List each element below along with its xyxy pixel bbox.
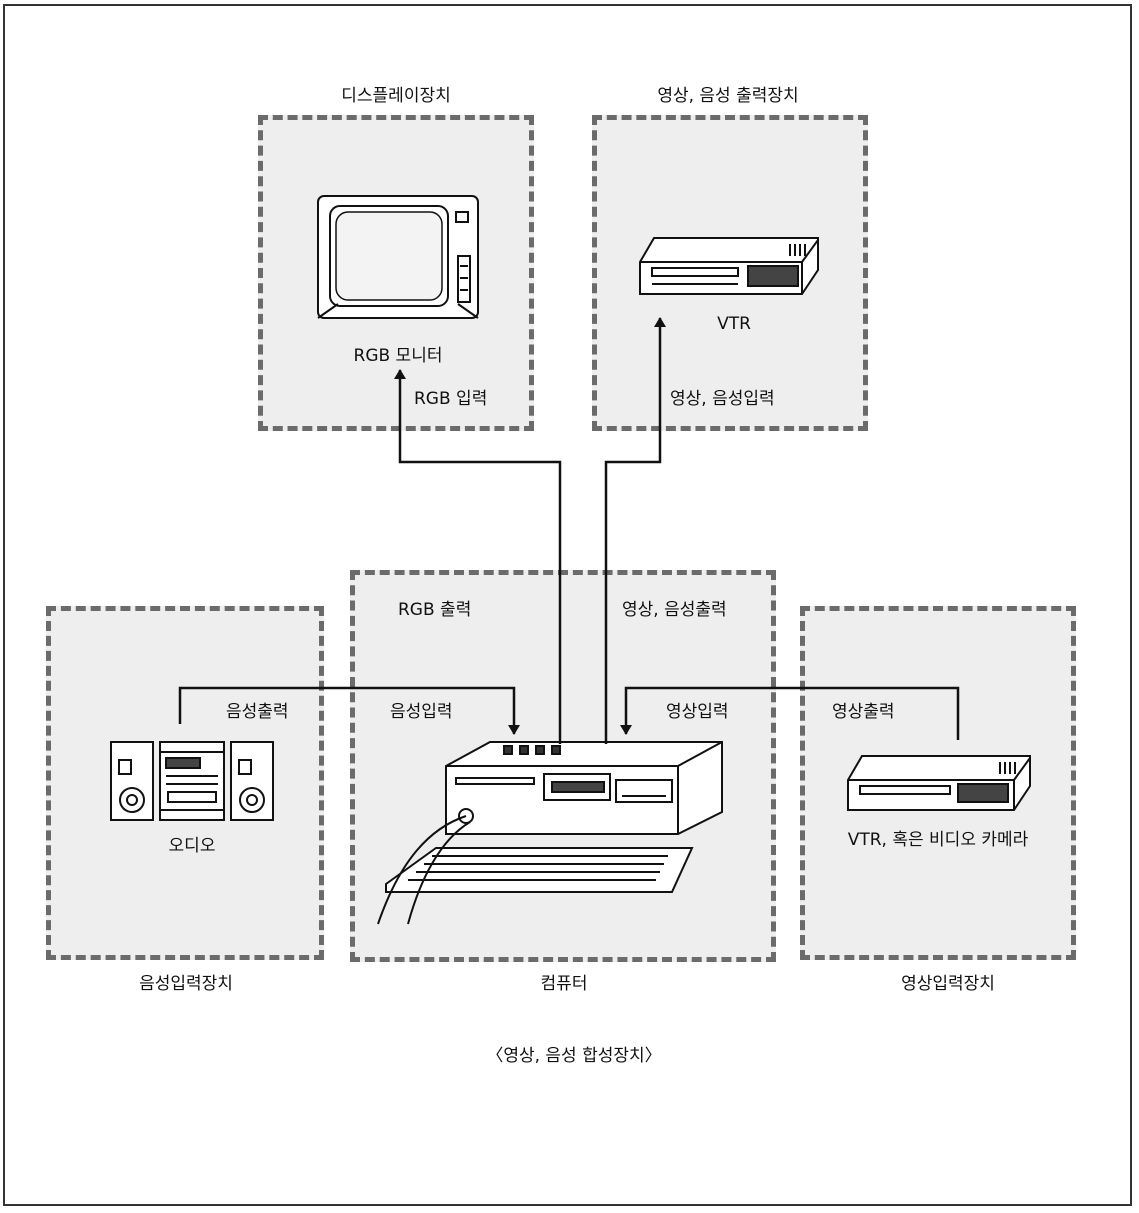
- rgb-output-label: RGB 출력: [398, 600, 472, 620]
- audio-input-label: 음성입력: [390, 702, 453, 722]
- av-output-label: 영상, 음성출력: [622, 600, 727, 620]
- figure-caption: 〈영상, 음성 합성장치〉: [486, 1046, 662, 1066]
- video-input-device-title: 영상입력장치: [901, 974, 995, 994]
- figure-frame: [3, 4, 1132, 1206]
- video-connection-arrow: [620, 686, 960, 740]
- computer-icon: [377, 741, 723, 925]
- computer-title: 컴퓨터: [540, 974, 588, 994]
- vtr-camera-label: VTR, 혹은 비디오 카메라: [847, 830, 1029, 850]
- audio-output-label: 음성출력: [226, 702, 289, 722]
- rgb-monitor-label: RGB 모니터: [353, 346, 443, 366]
- audio-system-icon: [110, 741, 274, 821]
- av-output-device-title: 영상, 음성 출력장치: [657, 86, 799, 106]
- audio-device-label: 오디오: [168, 836, 216, 856]
- audio-input-device-title: 음성입력장치: [139, 974, 233, 994]
- video-output-label: 영상출력: [832, 702, 895, 722]
- display-device-title: 디스플레이장치: [341, 86, 451, 106]
- rgb-monitor-icon: [317, 195, 479, 319]
- rgb-input-label: RGB 입력: [414, 389, 488, 409]
- audio-connection-arrow: [178, 686, 520, 735]
- vtr-output-icon: [639, 237, 819, 295]
- vtr-camera-icon: [847, 755, 1031, 811]
- video-input-label: 영상입력: [666, 702, 729, 722]
- vtr-label: VTR: [717, 314, 751, 334]
- av-output-connection-arrow: [604, 317, 666, 744]
- av-input-label: 영상, 음성입력: [670, 389, 775, 409]
- rgb-connection-arrow: [394, 369, 562, 744]
